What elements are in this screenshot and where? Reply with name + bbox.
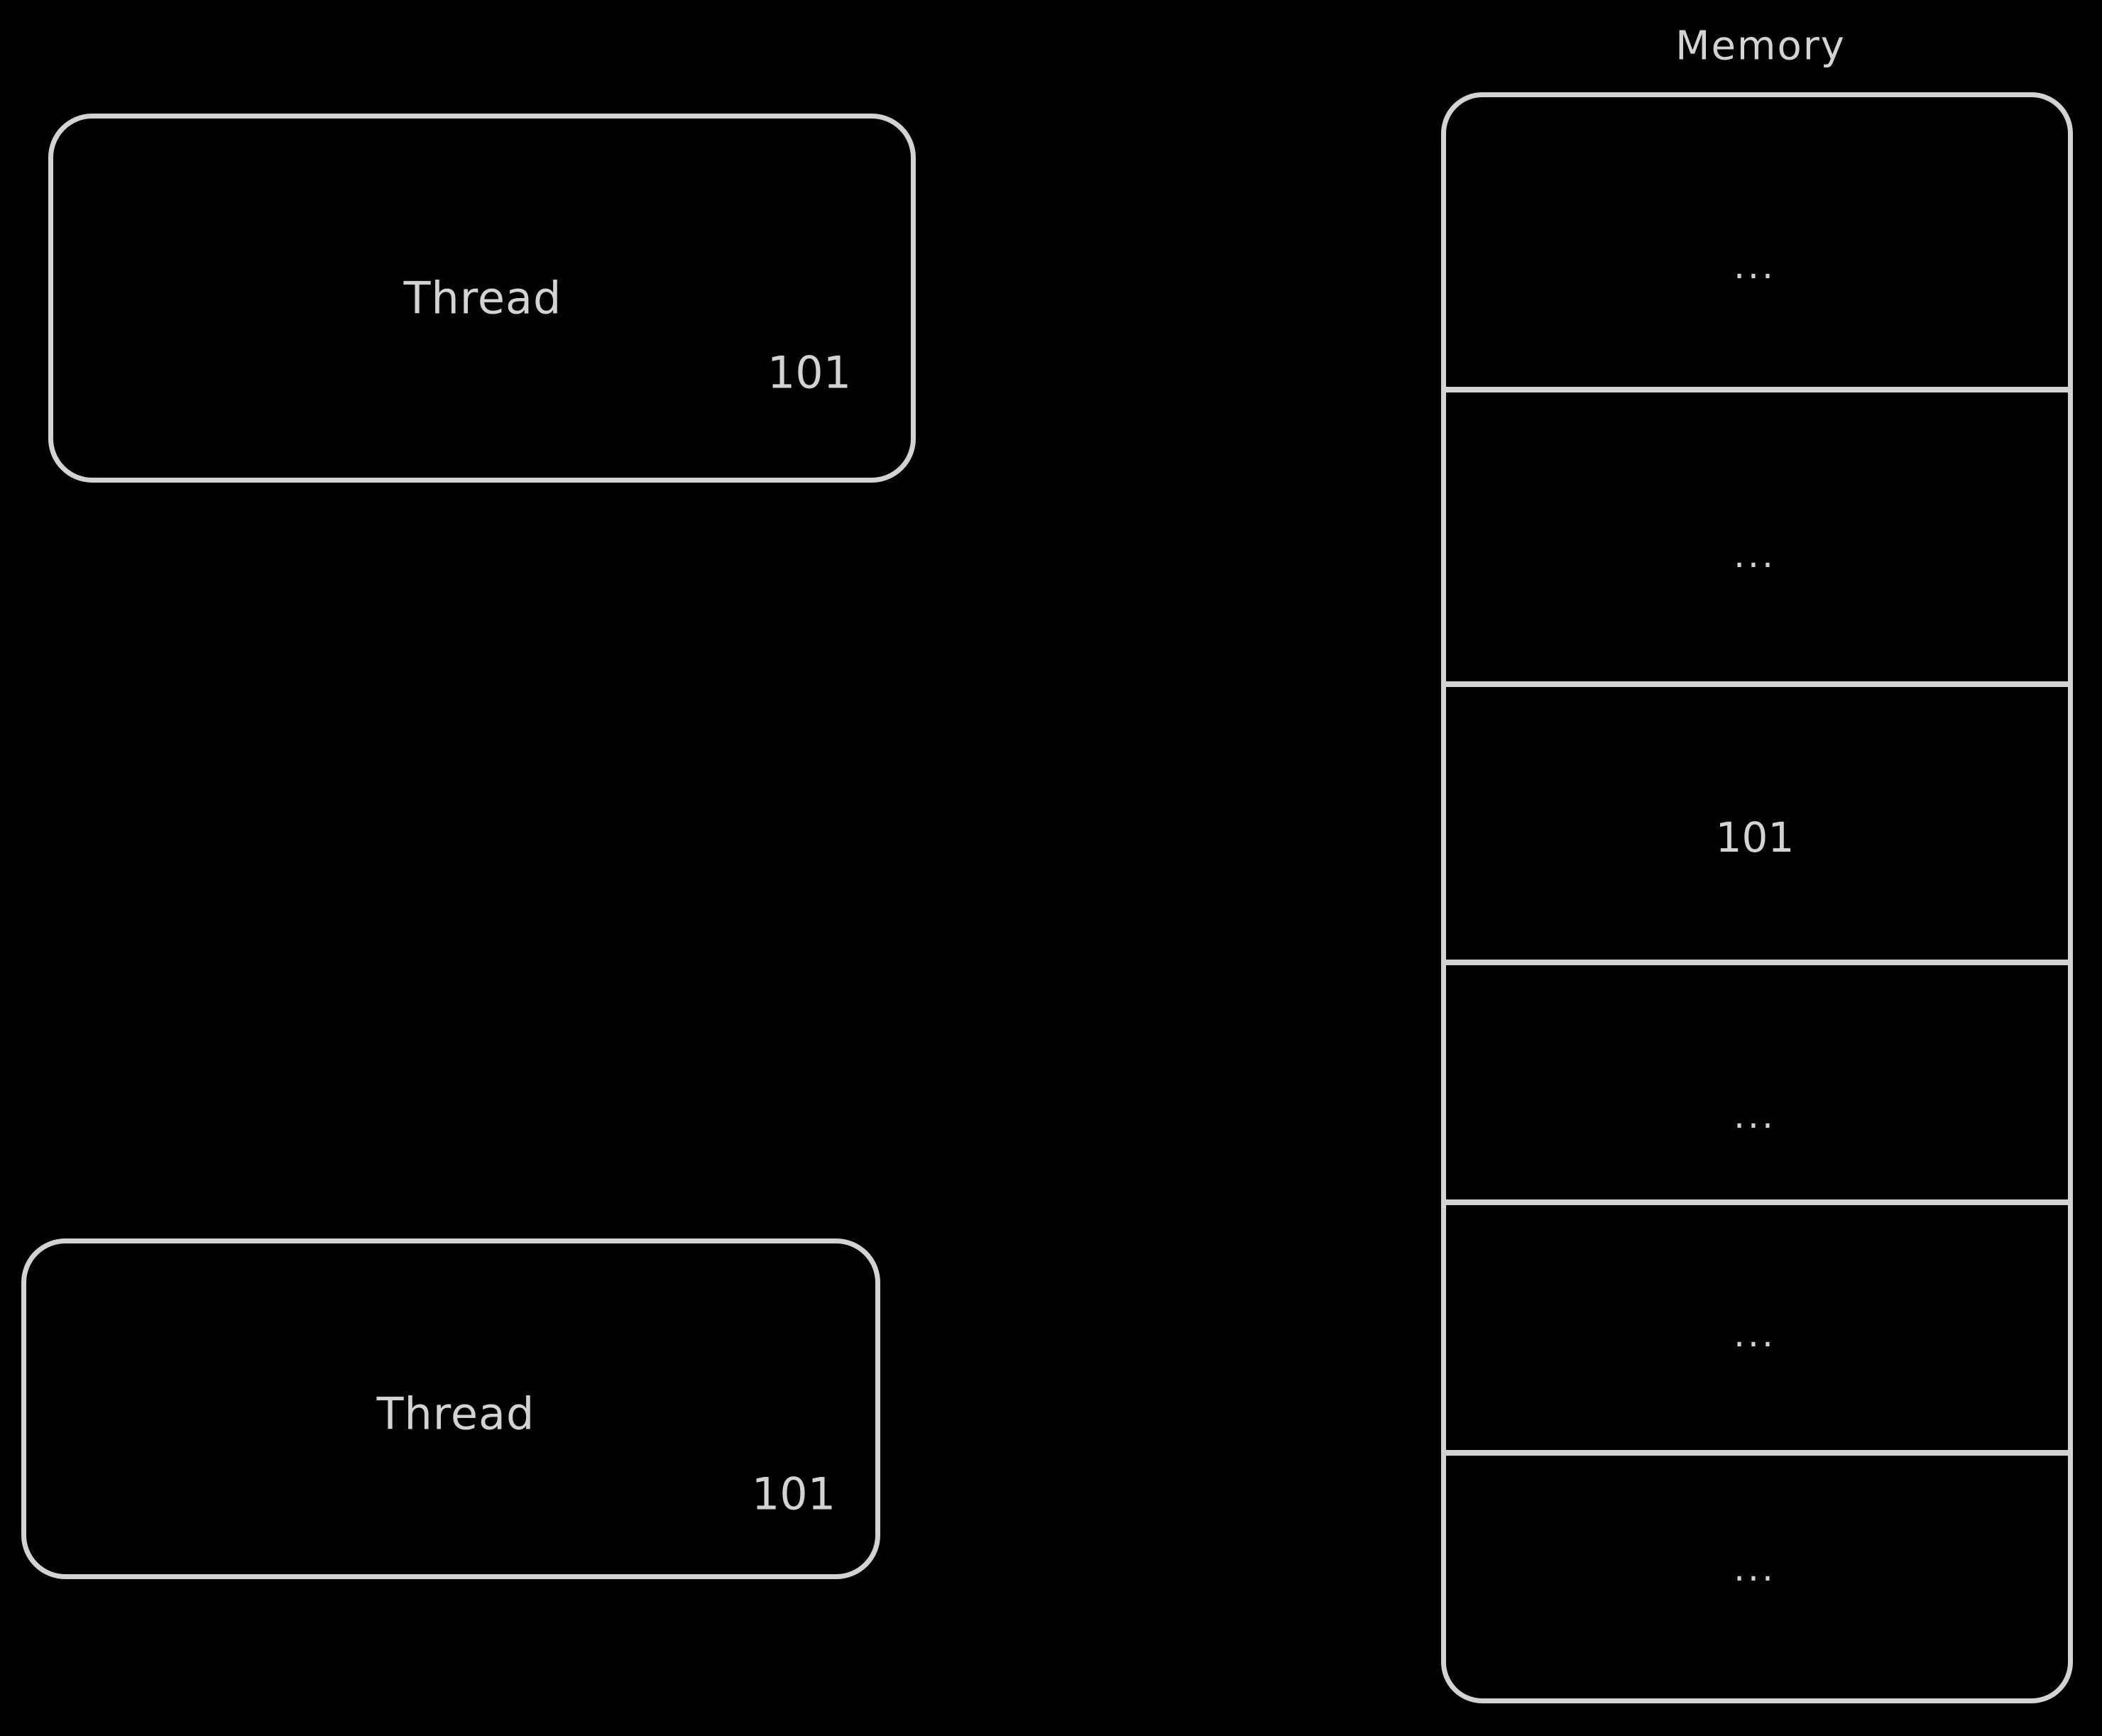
thread-box-2-value: 101 bbox=[751, 1468, 836, 1520]
thread-box-1-label: Thread bbox=[403, 272, 562, 324]
memory-cell-2-value: ... bbox=[1734, 534, 1776, 576]
memory-divider-5 bbox=[1441, 1450, 2073, 1456]
thread-box-1[interactable] bbox=[48, 114, 916, 483]
memory-cell-3-value: 101 bbox=[1715, 813, 1795, 862]
memory-cell-1-value: ... bbox=[1734, 246, 1776, 287]
memory-cell-1[interactable] bbox=[1441, 92, 2073, 387]
thread-box-1-value: 101 bbox=[767, 346, 852, 399]
thread-box-2[interactable] bbox=[21, 1238, 880, 1579]
memory-cell-6-value: ... bbox=[1734, 1548, 1776, 1589]
memory-divider-2 bbox=[1441, 681, 2073, 687]
memory-container[interactable] bbox=[1441, 92, 2073, 1703]
memory-cell-5-value: ... bbox=[1734, 1314, 1776, 1355]
memory-divider-3 bbox=[1441, 960, 2073, 965]
thread-box-2-label: Thread bbox=[376, 1388, 535, 1440]
memory-divider-1 bbox=[1441, 387, 2073, 392]
memory-cell-4-value: ... bbox=[1734, 1095, 1776, 1136]
memory-divider-4 bbox=[1441, 1199, 2073, 1205]
memory-cell-4[interactable] bbox=[1441, 960, 2073, 1199]
memory-title: Memory bbox=[1675, 23, 1846, 70]
